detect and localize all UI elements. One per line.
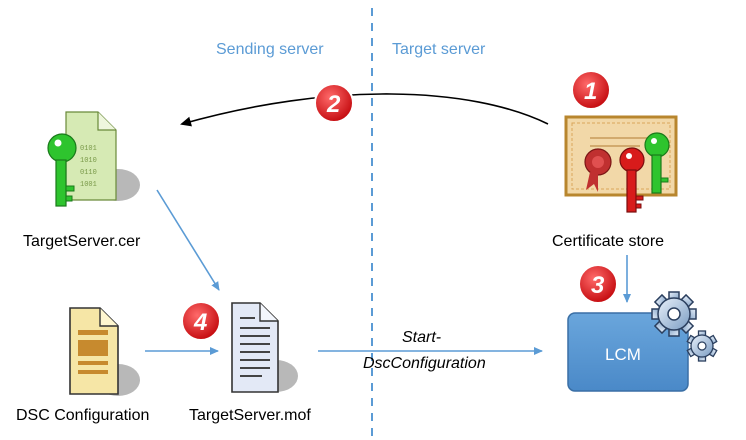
step-badge-4: 4: [181, 301, 221, 341]
mof-document-icon: [231, 302, 298, 393]
svg-text:0101: 0101: [80, 145, 97, 153]
step-badge-3: 3: [578, 264, 618, 304]
command-label-line2: DscConfiguration: [363, 355, 486, 372]
cer-to-mof-arrow: [156, 189, 220, 291]
dsc-configuration-label: DSC Configuration: [16, 407, 149, 424]
export-certificate-arrow: [180, 93, 549, 127]
step-badge-2: 2: [314, 83, 354, 123]
step-number-1: 1: [584, 78, 597, 105]
svg-text:1001: 1001: [80, 181, 97, 189]
target-server-label: Target server: [392, 41, 486, 58]
sending-server-label: Sending server: [216, 41, 324, 58]
target-cer-label: TargetServer.cer: [23, 233, 141, 250]
step-badge-1: 1: [571, 70, 611, 110]
document-icon: [69, 307, 140, 396]
certificate-store-icon: [564, 115, 678, 213]
lcm-label: LCM: [605, 345, 641, 364]
certificate-file-icon: 0101 1010 0110 1001: [47, 111, 140, 207]
step-number-3: 3: [591, 272, 605, 299]
command-label-line1: Start-: [402, 329, 441, 346]
target-mof-label: TargetServer.mof: [189, 407, 311, 424]
svg-text:1010: 1010: [80, 157, 97, 165]
step-number-4: 4: [193, 309, 207, 336]
step-number-2: 2: [326, 91, 341, 118]
gear-icon: [651, 291, 718, 362]
svg-text:0110: 0110: [80, 169, 97, 177]
certificate-store-label: Certificate store: [552, 233, 664, 250]
